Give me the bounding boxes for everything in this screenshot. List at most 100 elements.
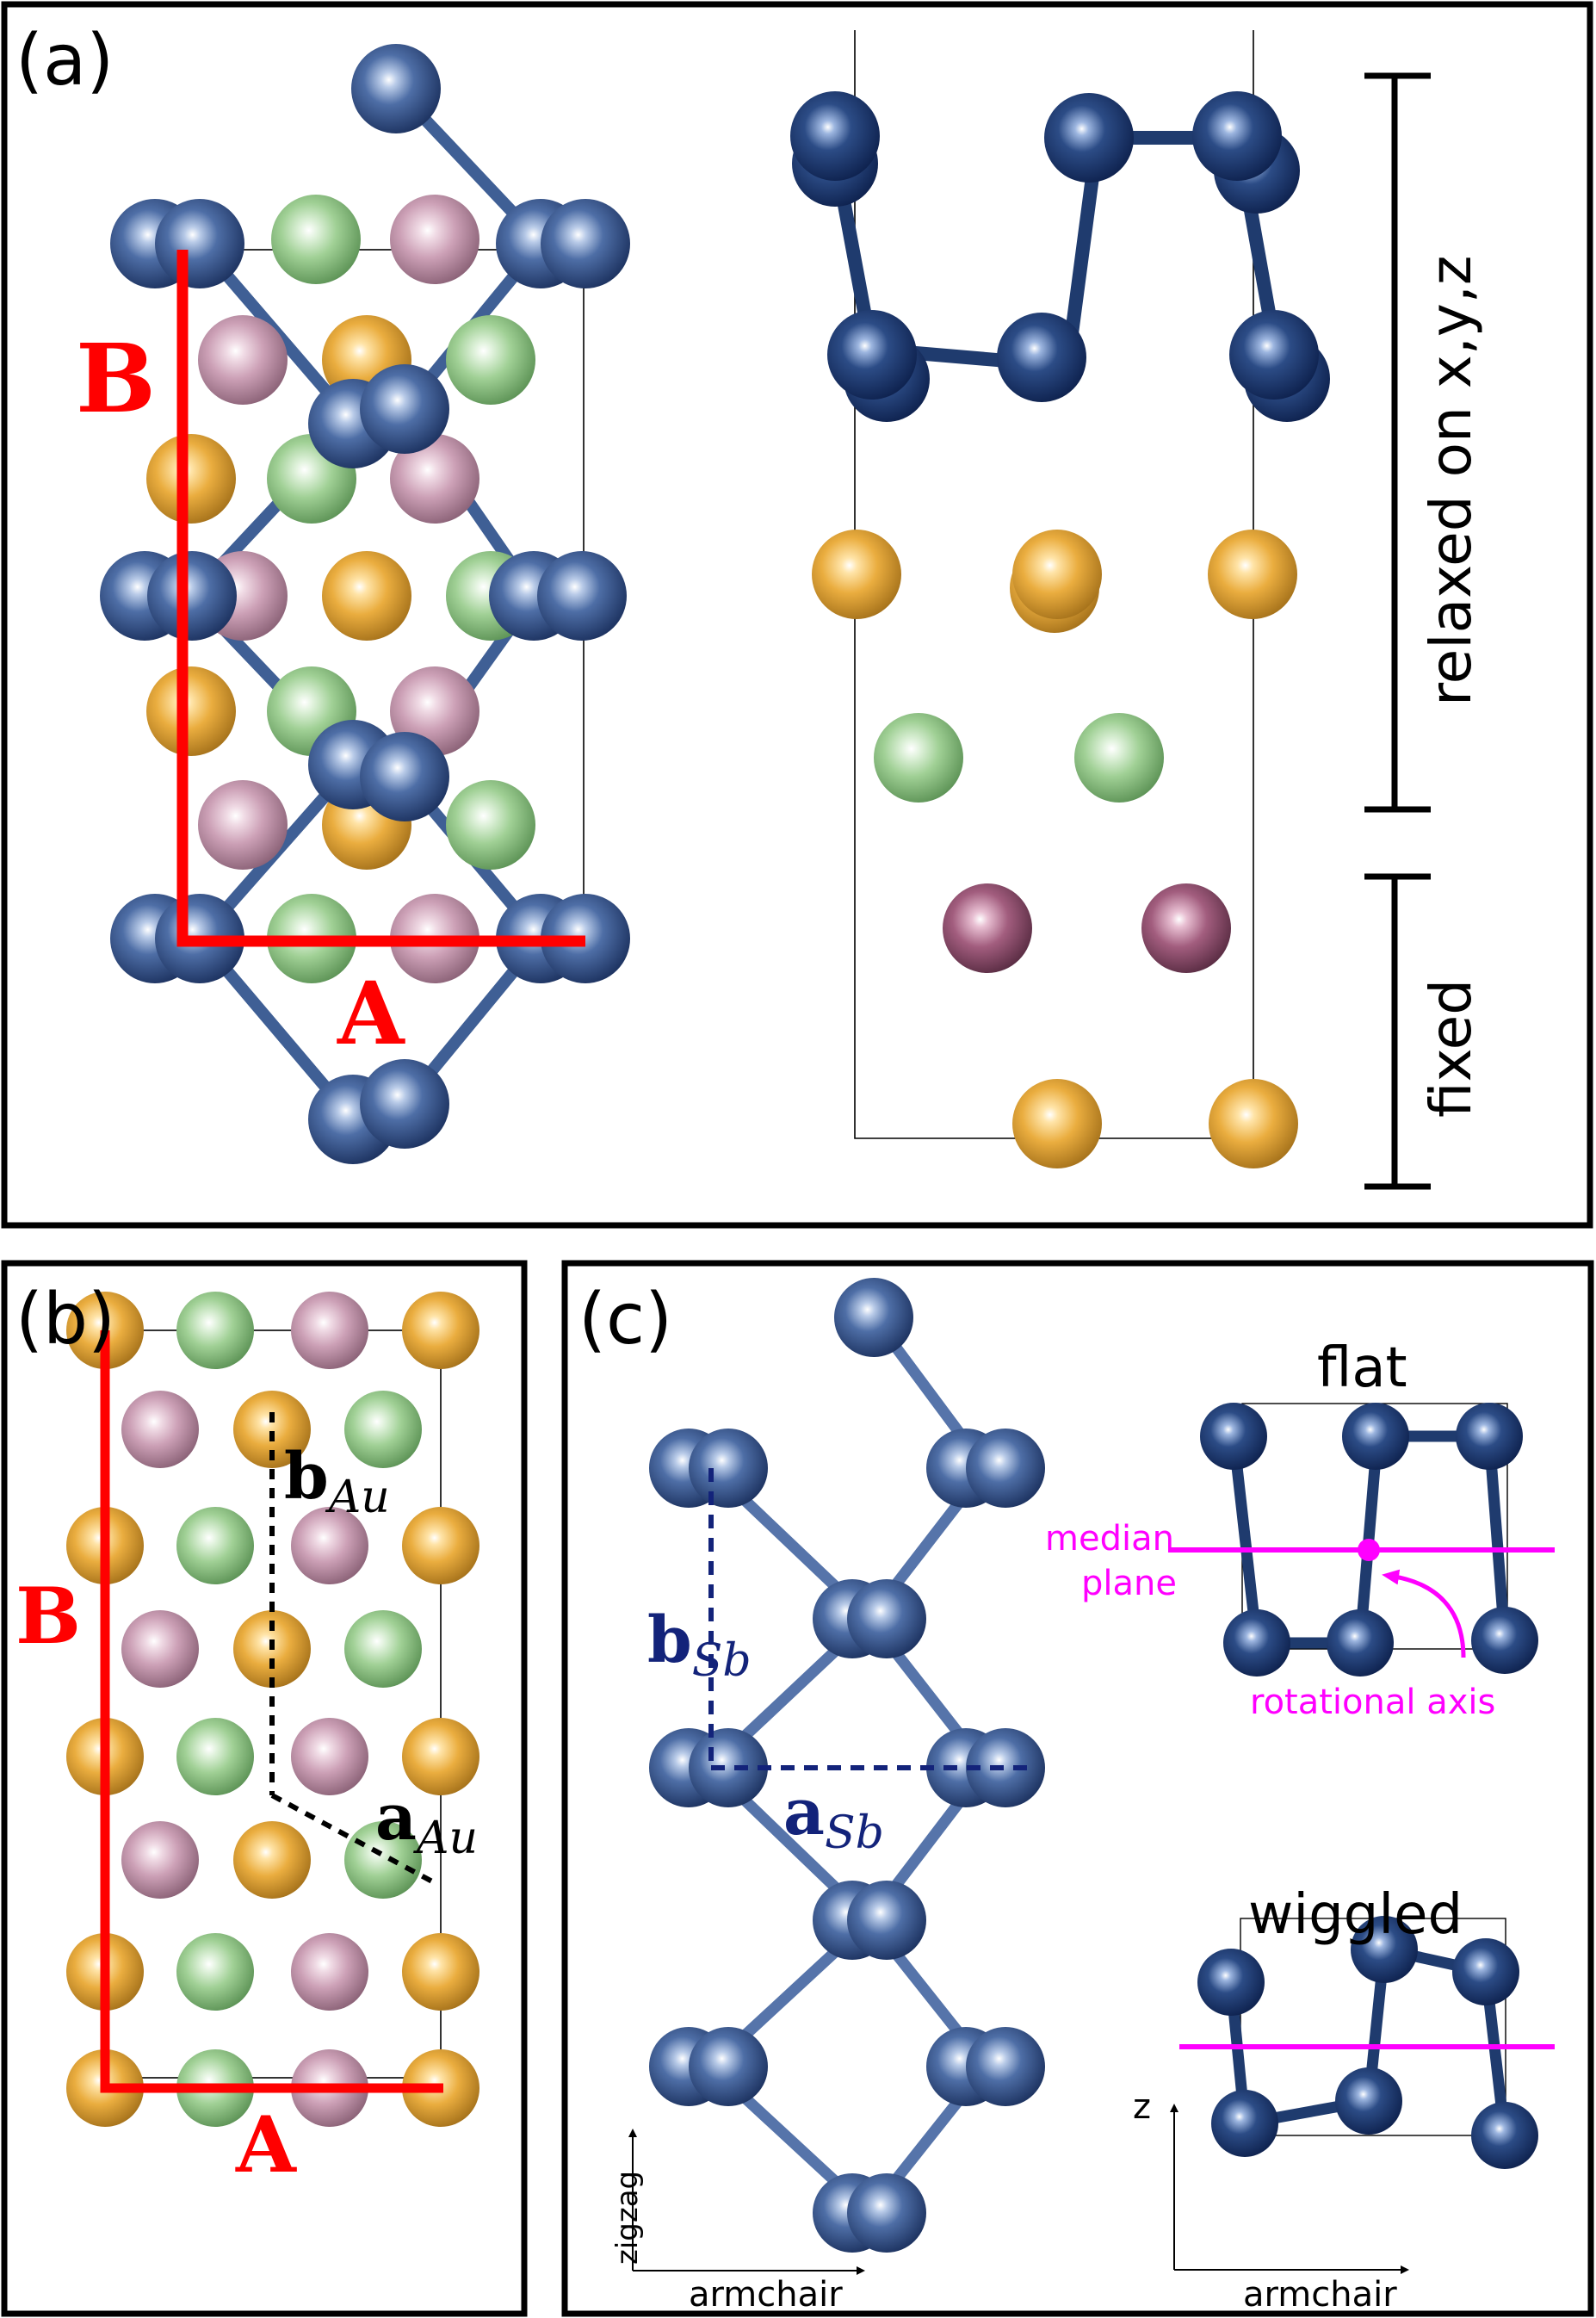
armchair-label-wiggled: armchair [1243, 2275, 1397, 2315]
lattice-label-B-a: B [76, 323, 156, 434]
panel-a-top-antimony [351, 44, 441, 133]
panel-b-green-substrate [344, 1821, 422, 1899]
panel-a-side-mauve-substrate [1141, 883, 1231, 973]
zigzag-label: zigzag [610, 2171, 645, 2265]
flat-label: flat [1317, 1336, 1407, 1400]
panel-b-green-substrate [176, 1507, 254, 1584]
panel-label-c: (c) [578, 1279, 672, 1360]
panel-a-side-gold [1012, 1079, 1102, 1168]
panel-a-side-antimony [1192, 91, 1282, 181]
panel-b-pink-substrate [291, 1292, 368, 1369]
flat-bond [1483, 1430, 1511, 1646]
panel-b-pink-substrate [121, 1391, 199, 1468]
sb-lattice-vectors [708, 1468, 1029, 1770]
z-axis-label: z [1133, 2087, 1151, 2127]
panel-c-main-antimony [689, 1429, 768, 1508]
panel-c-main-axes [628, 2129, 865, 2275]
a-sb-vector-label: aSb [783, 1776, 884, 1859]
au-lattice-vectors [269, 1412, 434, 1884]
b-au-vector-label: bAu [284, 1440, 390, 1523]
panel-a-top-antimony [541, 199, 630, 288]
panel-b-green-substrate [176, 1292, 254, 1369]
wiggled-antimony [1211, 2090, 1278, 2157]
wiggled-label: wiggled [1248, 1883, 1463, 1947]
relaxed-label: relaxed on x,y,z [1418, 256, 1484, 707]
panel-label-b: (b) [15, 1279, 115, 1360]
panel-a-top-gold [146, 434, 236, 524]
panel-a-top-pink-substrate [198, 315, 288, 405]
a-au-vector-label: aAu [375, 1781, 478, 1864]
median-label: median [1045, 1519, 1174, 1559]
wiggled-antimony [1335, 2067, 1402, 2135]
panel-a-top-antimony [360, 732, 449, 821]
panel-a-top-antimony [155, 199, 244, 288]
panel-a-frame [1, 1, 1593, 1229]
panel-a-top-antimony [147, 551, 237, 641]
panel-b-pink-substrate [291, 1933, 368, 2011]
panel-a-side-antimony [790, 91, 880, 181]
panel-a-top-green-substrate [446, 780, 535, 870]
panel-a-top-antimony [360, 364, 449, 454]
panel-b-green-substrate [344, 1391, 422, 1468]
b-sb-vector-label: bSb [647, 1603, 752, 1687]
fixed-label: fixed [1418, 979, 1484, 1118]
panel-c-main-antimony [847, 1881, 926, 1960]
armchair-label-main: armchair [689, 2275, 843, 2315]
panel-b-gold [402, 1718, 479, 1795]
panel-label-a: (a) [15, 20, 114, 102]
flat-bond [1228, 1430, 1263, 1649]
panel-a-side-mauve-substrate [943, 883, 1032, 973]
plane-label: plane [1081, 1564, 1177, 1603]
panel-c-main-antimony [834, 1278, 913, 1357]
panel-a-side-antimony [997, 313, 1086, 402]
flat-antimony [1327, 1609, 1394, 1677]
panel-a-side-gold [1012, 530, 1102, 619]
relaxed-bracket [1364, 72, 1431, 813]
panel-a-side-green-substrate [874, 713, 963, 803]
flat-antimony [1471, 1607, 1538, 1674]
panel-c-main-antimony [847, 1579, 926, 1658]
atom-layer [66, 44, 1538, 2253]
panel-a-top-green-substrate [271, 195, 361, 284]
red-lattice-axes-a [176, 250, 585, 947]
panel-b-gold [402, 1507, 479, 1584]
panel-b-gold [233, 1821, 311, 1899]
panel-b-gold [402, 1933, 479, 2011]
lattice-label-B-b: B [15, 1571, 81, 1662]
panel-c-main-antimony [966, 1728, 1045, 1807]
panel-b-gold [233, 1391, 311, 1468]
wiggled-antimony [1197, 1949, 1265, 2016]
red-lattice-axes-b [100, 1330, 443, 2093]
panel-a-top-pink-substrate [390, 434, 479, 524]
panel-a-top-gold [146, 666, 236, 756]
rotational-axis-label: rotational axis [1250, 1683, 1495, 1722]
panel-a-side-gold [812, 530, 901, 619]
panel-b-green-substrate [176, 1933, 254, 2011]
panel-a-side-gold [1208, 530, 1297, 619]
panel-b-frame [1, 1260, 528, 2317]
fixed-bracket [1364, 873, 1431, 1190]
panel-a-top-antimony [537, 551, 627, 641]
flat-antimony [1223, 1609, 1290, 1677]
panel-a-side-gold [1209, 1079, 1298, 1168]
panel-c-main-antimony [847, 2173, 926, 2253]
panel-a-top-pink-substrate [390, 195, 479, 284]
lattice-label-A-b: A [235, 2099, 297, 2191]
rotational-axis-arrow [1382, 1569, 1466, 1658]
panel-c-frame [561, 1260, 1594, 2317]
panel-c-main-antimony [966, 2027, 1045, 2106]
panel-a-side-antimony [1044, 93, 1134, 183]
panel-a-side-antimony [1229, 310, 1319, 400]
panel-a-top-green-substrate [446, 315, 535, 405]
rotational-axis-point [1358, 1539, 1380, 1561]
panel-c-main-antimony [966, 1429, 1045, 1508]
panel-b-pink-substrate [291, 1718, 368, 1795]
wiggled-antimony [1471, 2102, 1538, 2169]
panel-b-green-substrate [344, 1610, 422, 1688]
panel-b-pink-substrate [121, 1821, 199, 1899]
panel-b-gold [402, 1292, 479, 1369]
panel-a-top-pink-substrate [198, 780, 288, 870]
panel-c-main-antimony [689, 1728, 768, 1807]
panel-b-pink-substrate [121, 1610, 199, 1688]
